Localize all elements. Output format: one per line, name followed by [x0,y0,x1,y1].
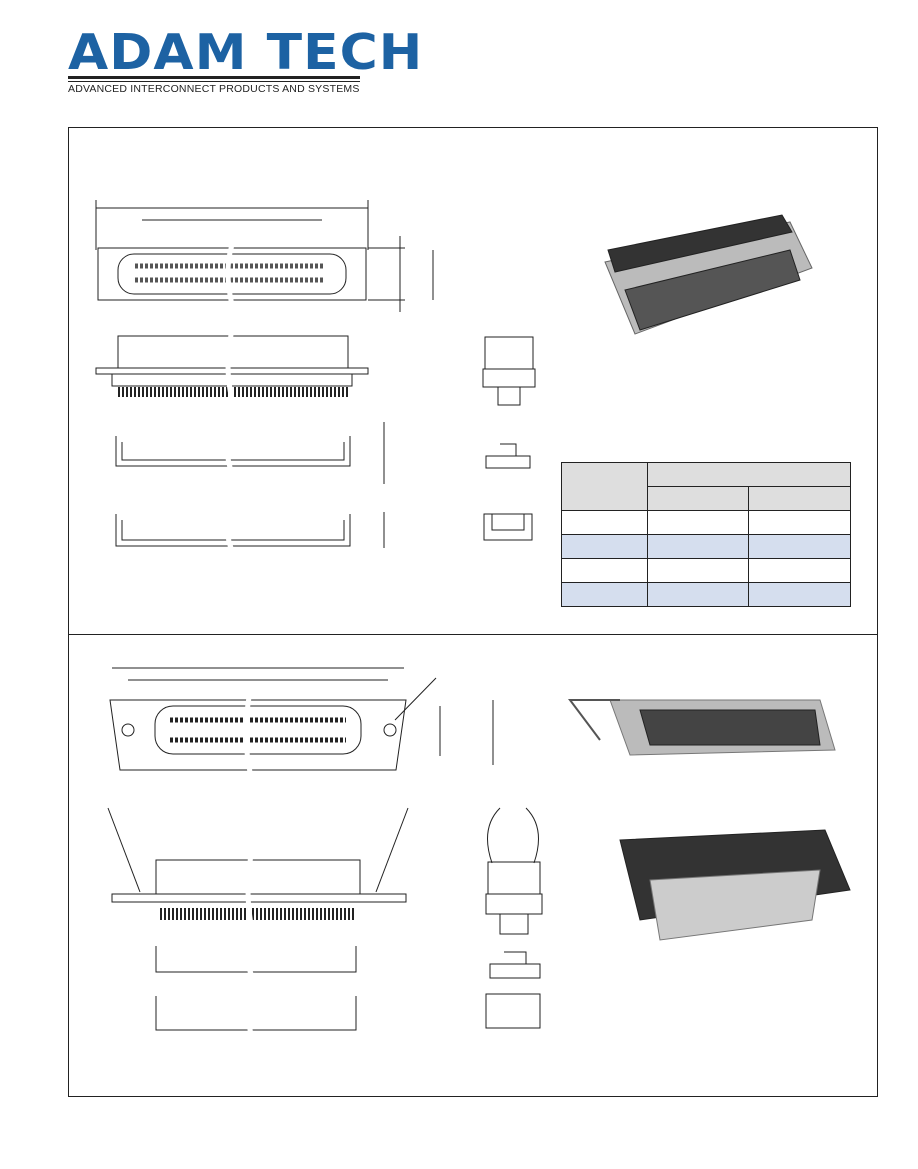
panel-straddle-connector [68,127,878,635]
table-header-cell [647,462,851,487]
logo-rule [68,76,360,79]
table-row [561,582,851,607]
drawing-side-views-2 [107,807,543,1037]
table-row [561,510,851,535]
panel-bail-lock-connector [68,633,878,1097]
logo-tagline: ADVANCED INTERCONNECT PRODUCTS AND SYSTE… [68,83,360,95]
adam-tech-logo: ADAM TECH [68,28,422,82]
connector-photo-1 [604,214,813,335]
drawing-side-views-1 [95,329,536,552]
table-header-cell [748,486,851,511]
drawing-front-view-2 [109,667,494,773]
connector-photo-3 [619,829,851,941]
connector-photo-2 [568,699,836,756]
drawing-front-view-1 [95,200,434,312]
table-header-cell [647,486,749,511]
table-row [561,534,851,559]
logo-brand: ADAM TECH [68,24,424,81]
table-header-cell [561,462,648,511]
logo-rule-thin [68,81,360,82]
table-row [561,558,851,583]
specification-table [561,462,851,607]
